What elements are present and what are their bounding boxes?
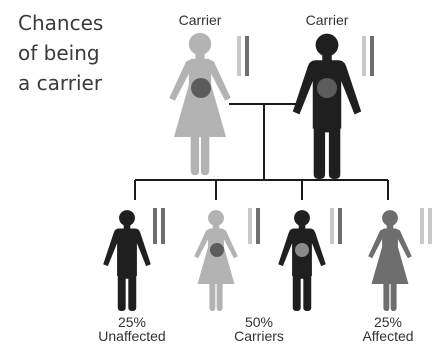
gene-bar-icon [362,36,366,76]
child-carrier-female-figure [194,208,260,312]
outcome-carriers-percent: 50% [244,314,274,330]
gene-bar-icon [256,208,260,244]
title-line-2: of being [18,41,100,65]
gene-bar-icon [237,36,241,76]
title-line-1: Chances [18,11,104,35]
outcome-unaffected-label: Unaffected [98,328,166,344]
outcome-affected-percent: 25% [373,314,403,330]
gene-bar-icon [370,36,374,76]
carrier-dot-icon [191,78,211,98]
child-affected-figure [368,208,432,312]
pedigree-lines [134,103,389,200]
gene-bar-icon [248,208,252,244]
gene-bar-icon [245,36,249,76]
carrier-dot-icon [317,78,337,98]
outcome-unaffected-percent: 25% [117,314,147,330]
gene-bar-icon [420,208,424,244]
gene-bar-icon [338,208,342,244]
gene-bar-icon [161,208,165,244]
outcome-affected-label: Affected [362,328,414,344]
gene-bar-icon [330,208,334,244]
outcome-carriers-label: Carriers [234,328,284,344]
mother-label: Carrier [178,12,222,28]
gene-bar-icon [428,208,432,244]
child-carrier-male-figure [278,208,342,312]
gene-bar-icon [153,208,157,244]
carrier-dot-icon [295,243,309,257]
child-unaffected-figure [103,208,165,312]
title-line-3: a carrier [18,71,103,95]
father-figure [292,33,374,179]
mother-figure [169,32,249,176]
carrier-dot-icon [210,243,224,257]
father-label: Carrier [305,12,349,28]
